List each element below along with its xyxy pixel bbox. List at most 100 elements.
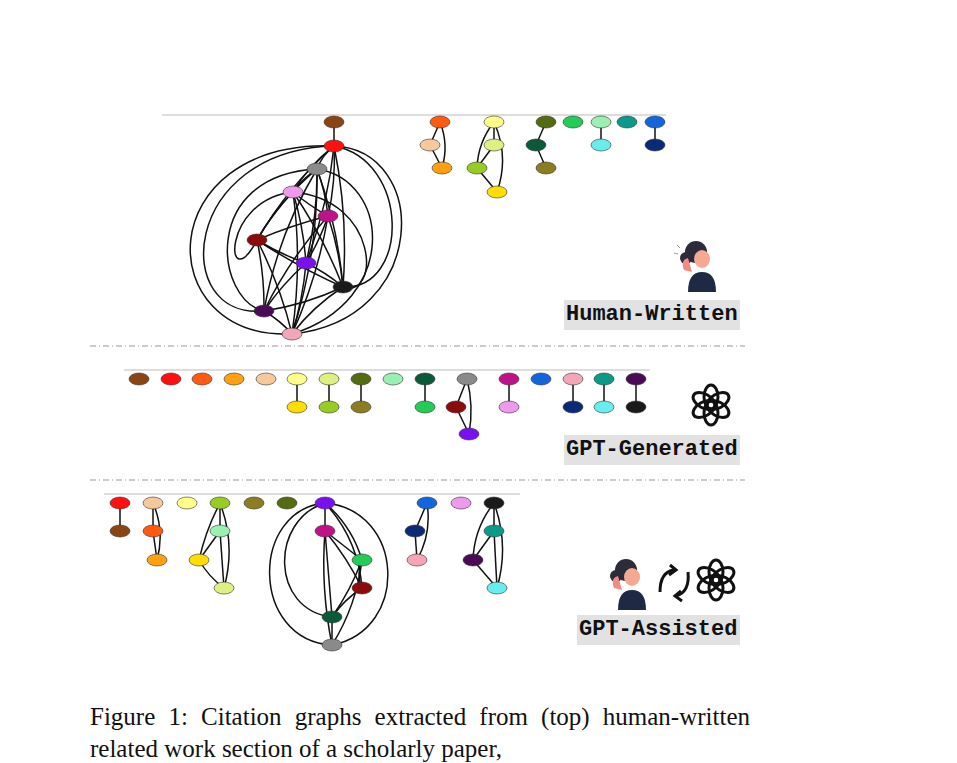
citation-dot: [446, 401, 466, 413]
citation-link: [292, 287, 343, 334]
citation-dot: [287, 373, 307, 385]
citation-link: [332, 560, 362, 645]
citation-dot: [499, 373, 519, 385]
citation-dot: [451, 497, 471, 509]
citation-dot: [487, 582, 507, 594]
citation-dot: [407, 554, 427, 566]
citation-dot: [351, 373, 371, 385]
citation-link: [494, 503, 503, 588]
citation-dot: [277, 497, 297, 509]
citation-link: [204, 146, 334, 311]
citation-dot: [315, 497, 335, 509]
citation-dot: [484, 116, 504, 128]
citation-dot: [192, 373, 212, 385]
citation-dot: [143, 525, 163, 537]
citation-link: [334, 146, 392, 287]
citation-dot: [417, 497, 437, 509]
citation-dot: [499, 401, 519, 413]
citation-dot: [214, 582, 234, 594]
citation-link: [292, 169, 372, 334]
citation-dot: [484, 497, 504, 509]
citation-dot: [307, 163, 327, 175]
citation-link: [190, 146, 334, 334]
citation-dot: [129, 373, 149, 385]
citation-dot: [319, 401, 339, 413]
citation-link: [235, 192, 293, 259]
citation-dot: [324, 116, 344, 128]
citation-dot: [484, 139, 504, 151]
citation-dot: [484, 525, 504, 537]
citation-link: [467, 379, 471, 434]
citation-link: [440, 122, 445, 168]
citation-dot: [244, 497, 264, 509]
citation-dot: [591, 139, 611, 151]
citation-dot: [110, 525, 130, 537]
citation-dot: [256, 373, 276, 385]
citation-dot: [351, 401, 371, 413]
citation-dot: [617, 116, 637, 128]
citation-link: [292, 263, 306, 334]
citation-dot: [645, 116, 665, 128]
gpt-logo: [695, 560, 737, 600]
citation-link: [220, 531, 224, 588]
citation-dot: [405, 525, 425, 537]
citation-dot: [224, 373, 244, 385]
citation-dot: [161, 373, 181, 385]
citation-dot: [322, 611, 342, 623]
citation-dot: [333, 281, 353, 293]
citation-dot: [177, 497, 197, 509]
citation-link: [317, 169, 343, 287]
citation-link: [257, 240, 292, 334]
label-box: Human-Written: [564, 300, 740, 330]
citation-dot: [594, 401, 614, 413]
citation-dot: [210, 497, 230, 509]
citation-dot: [189, 554, 209, 566]
citation-dot: [563, 373, 583, 385]
series-label: GPT-Assisted: [579, 617, 737, 643]
citation-dot: [645, 139, 665, 151]
citation-dot: [254, 305, 274, 317]
citation-dot: [415, 373, 435, 385]
citation-dot: [296, 257, 316, 269]
citation-dot: [247, 234, 267, 246]
citation-dot: [594, 373, 614, 385]
citation-dot: [318, 210, 338, 222]
citation-link: [270, 503, 332, 645]
citation-dot: [315, 525, 335, 537]
citation-link: [257, 240, 343, 287]
citation-link: [325, 503, 388, 645]
label-box: GPT-Generated: [564, 435, 740, 465]
citation-dot: [420, 139, 440, 151]
citation-dot: [536, 116, 556, 128]
citation-link: [494, 531, 497, 588]
citation-link: [317, 169, 328, 216]
series-label: GPT-Generated: [566, 437, 738, 463]
citation-dot: [463, 554, 483, 566]
citation-dot: [352, 554, 372, 566]
citation-dot: [282, 328, 302, 340]
label-box: GPT-Assisted: [577, 615, 740, 645]
citation-dot: [324, 140, 344, 152]
citation-dot: [526, 139, 546, 151]
citation-dot: [487, 186, 507, 198]
citation-dot: [457, 373, 477, 385]
citation-link: [292, 146, 401, 334]
citation-dot: [287, 401, 307, 413]
exchange-arrows: [660, 565, 688, 601]
citation-dot: [563, 401, 583, 413]
citation-dot: [143, 497, 163, 509]
citation-link: [264, 287, 343, 311]
citation-link: [325, 503, 362, 588]
citation-dot: [110, 497, 130, 509]
citation-dot: [531, 373, 551, 385]
citation-dot: [459, 428, 479, 440]
citation-links: [120, 122, 655, 645]
citation-dot: [383, 373, 403, 385]
citation-dot: [430, 116, 450, 128]
citation-dot: [626, 373, 646, 385]
citation-link: [285, 503, 332, 617]
person-icon: [610, 559, 646, 610]
citation-dot: [536, 162, 556, 174]
citation-dot: [322, 639, 342, 651]
